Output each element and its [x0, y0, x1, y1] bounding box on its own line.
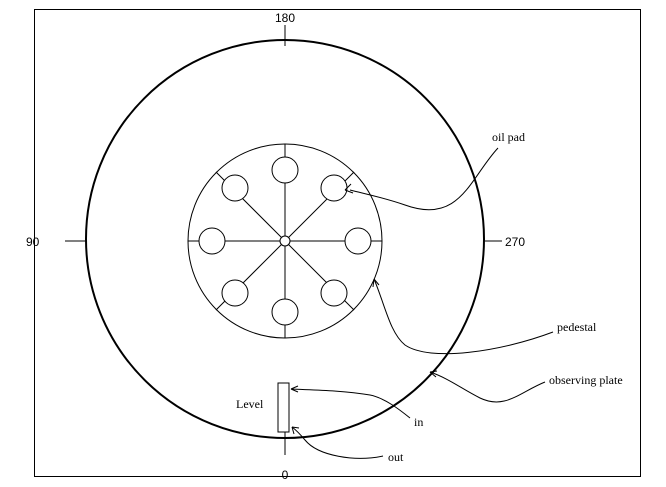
oil-pad-label: oil pad — [492, 130, 525, 144]
oil-pad-leader — [349, 147, 499, 211]
angle-label-top: 180 — [275, 11, 295, 25]
center-hub — [279, 235, 291, 247]
oil-pad-top-right — [320, 174, 348, 202]
oil-pad-left — [198, 227, 226, 255]
level-gauge — [277, 382, 290, 433]
oil-pad-top — [271, 156, 299, 184]
oil-pad-right — [344, 227, 372, 255]
out-leader — [291, 426, 384, 459]
oil-pad-bottom-left — [221, 279, 249, 307]
oil-pad-top-left — [221, 174, 249, 202]
oil-pad-bottom-right — [320, 279, 348, 307]
pedestal-leader — [373, 278, 554, 355]
level-label: Level — [236, 397, 264, 411]
out-arrow — [291, 426, 300, 435]
in-label: in — [414, 415, 423, 429]
in-arrow — [290, 385, 299, 393]
angle-label-bottom: 0 — [282, 468, 289, 482]
angle-label-right: 270 — [505, 235, 525, 249]
observing-plate-circle — [85, 39, 485, 439]
angle-label-left: 90 — [26, 235, 40, 249]
observing-plate-label: observing plate — [549, 373, 623, 387]
out-label: out — [388, 450, 404, 464]
oil-pad-arrow — [344, 183, 354, 194]
observing-plate-leader — [429, 371, 546, 403]
in-leader — [290, 388, 411, 419]
oil-pad-bottom — [271, 298, 299, 326]
pedestal-arrow — [372, 278, 380, 288]
observing-plate-arrow — [429, 370, 438, 378]
diagram-frame — [34, 9, 641, 477]
pedestal-label: pedestal — [557, 320, 597, 334]
